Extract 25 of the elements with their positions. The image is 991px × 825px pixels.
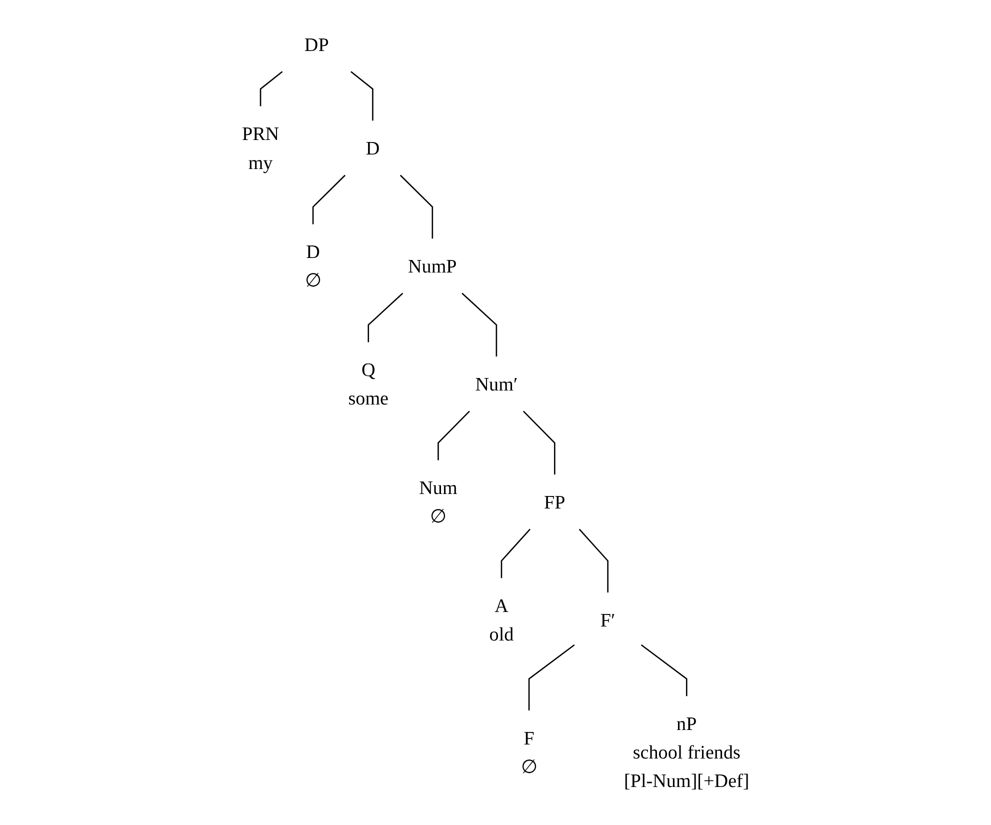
node-text: Q some	[348, 358, 388, 410]
connector	[312, 174, 346, 224]
connector	[260, 71, 283, 106]
node-text: FP	[544, 491, 566, 513]
node-text: DP	[304, 33, 329, 56]
connector	[500, 528, 530, 578]
connector	[400, 174, 433, 239]
connector	[578, 528, 608, 592]
connector	[640, 644, 688, 696]
node-text: A old	[489, 594, 514, 645]
connector	[522, 410, 556, 475]
connector	[462, 292, 497, 357]
node-text: D ∅	[304, 240, 322, 292]
node-text: D	[366, 137, 380, 159]
node-text: PRN my	[242, 122, 279, 174]
node-text: F ∅	[520, 726, 538, 778]
connector	[528, 644, 575, 710]
node-text: F′	[600, 608, 616, 631]
connector	[350, 71, 374, 121]
node-text: nP school friends [Pl-Num][+Def]	[624, 712, 750, 792]
connector	[368, 292, 404, 342]
node-text: Num ∅	[419, 476, 458, 527]
connector	[437, 410, 470, 460]
node-text: NumP	[408, 255, 457, 277]
node-text: Num′	[475, 373, 518, 395]
